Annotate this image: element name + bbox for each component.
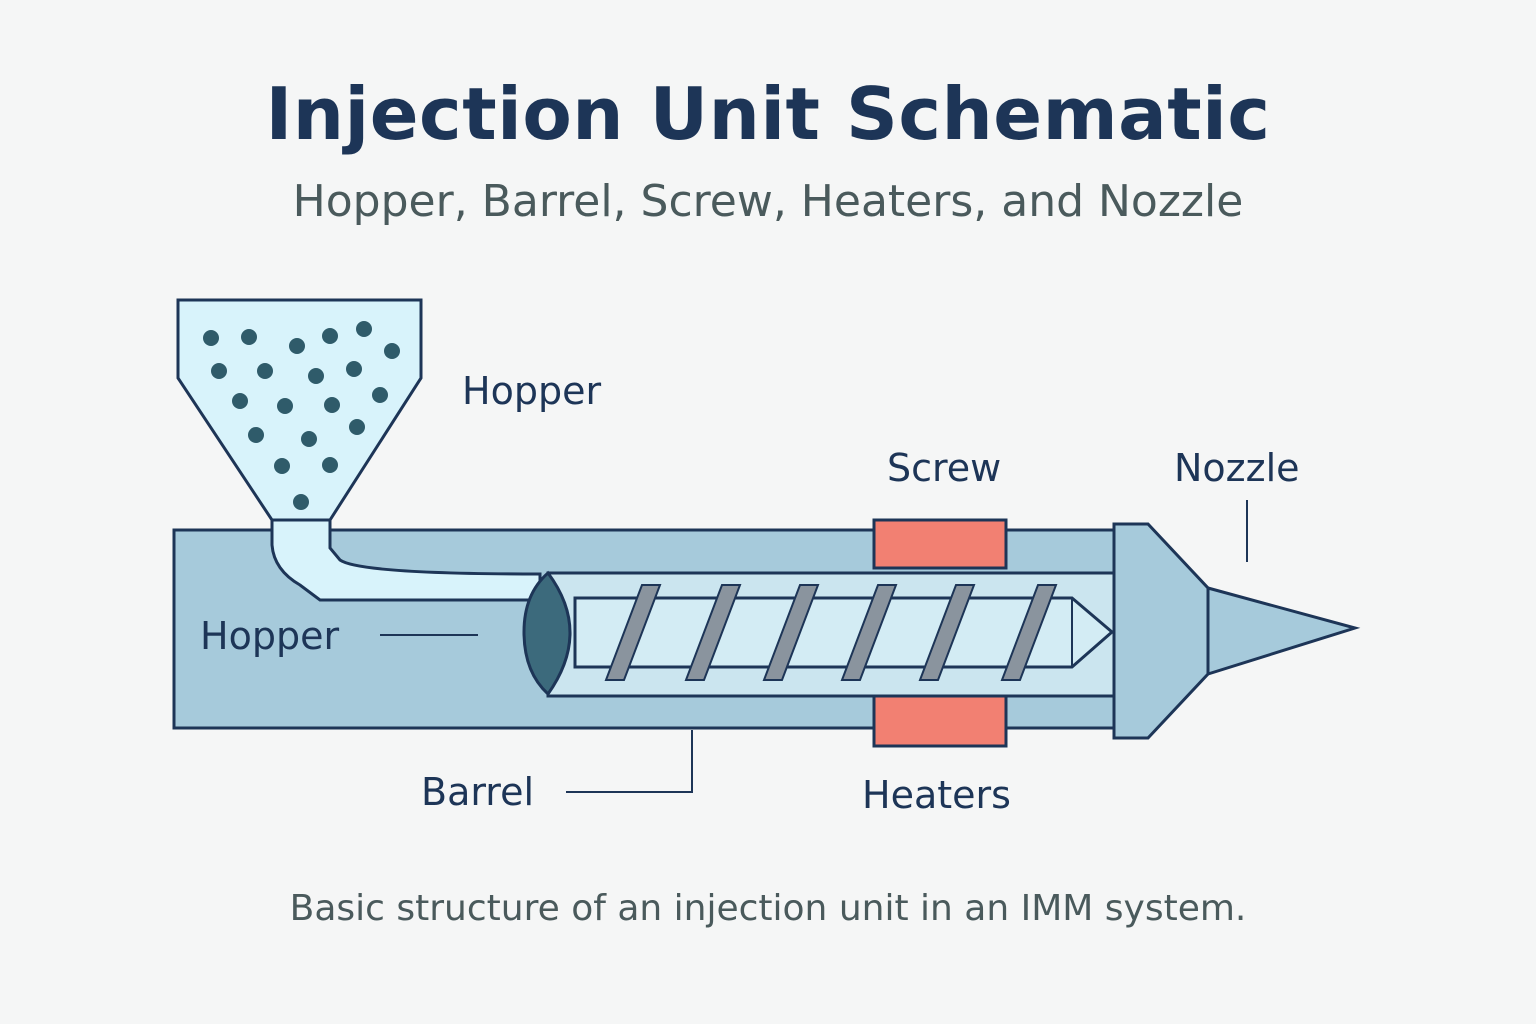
plunger [522, 570, 572, 697]
screw-flight [840, 584, 898, 681]
feed-channel [270, 518, 542, 602]
heater-band-bottom [872, 694, 1008, 748]
page-title: Injection Unit Schematic [265, 72, 1271, 156]
nozzle-head [1112, 522, 1210, 740]
nozzle-label: Nozzle [1174, 446, 1300, 490]
page-subtitle: Hopper, Barrel, Screw, Heaters, and Nozz… [292, 176, 1244, 227]
screw-flight [604, 584, 662, 681]
pellets [203, 321, 400, 510]
screw-flights [604, 584, 1058, 681]
screw-label: Screw [887, 446, 1001, 490]
screw-flight [762, 584, 820, 681]
hopper [176, 298, 423, 522]
nozzle-tip [1206, 586, 1361, 677]
hopper-label-left: Hopper [200, 614, 339, 658]
heaters-label: Heaters [862, 773, 1011, 817]
barrel-label: Barrel [421, 770, 534, 814]
screw-flight [684, 584, 742, 681]
hopper-label-top: Hopper [462, 369, 601, 413]
barrel-leader-line [566, 730, 693, 793]
screw-flight [1000, 584, 1058, 681]
screw-flight [918, 584, 976, 681]
heater-band-top [872, 518, 1008, 570]
figure-caption: Basic structure of an injection unit in … [289, 888, 1247, 929]
